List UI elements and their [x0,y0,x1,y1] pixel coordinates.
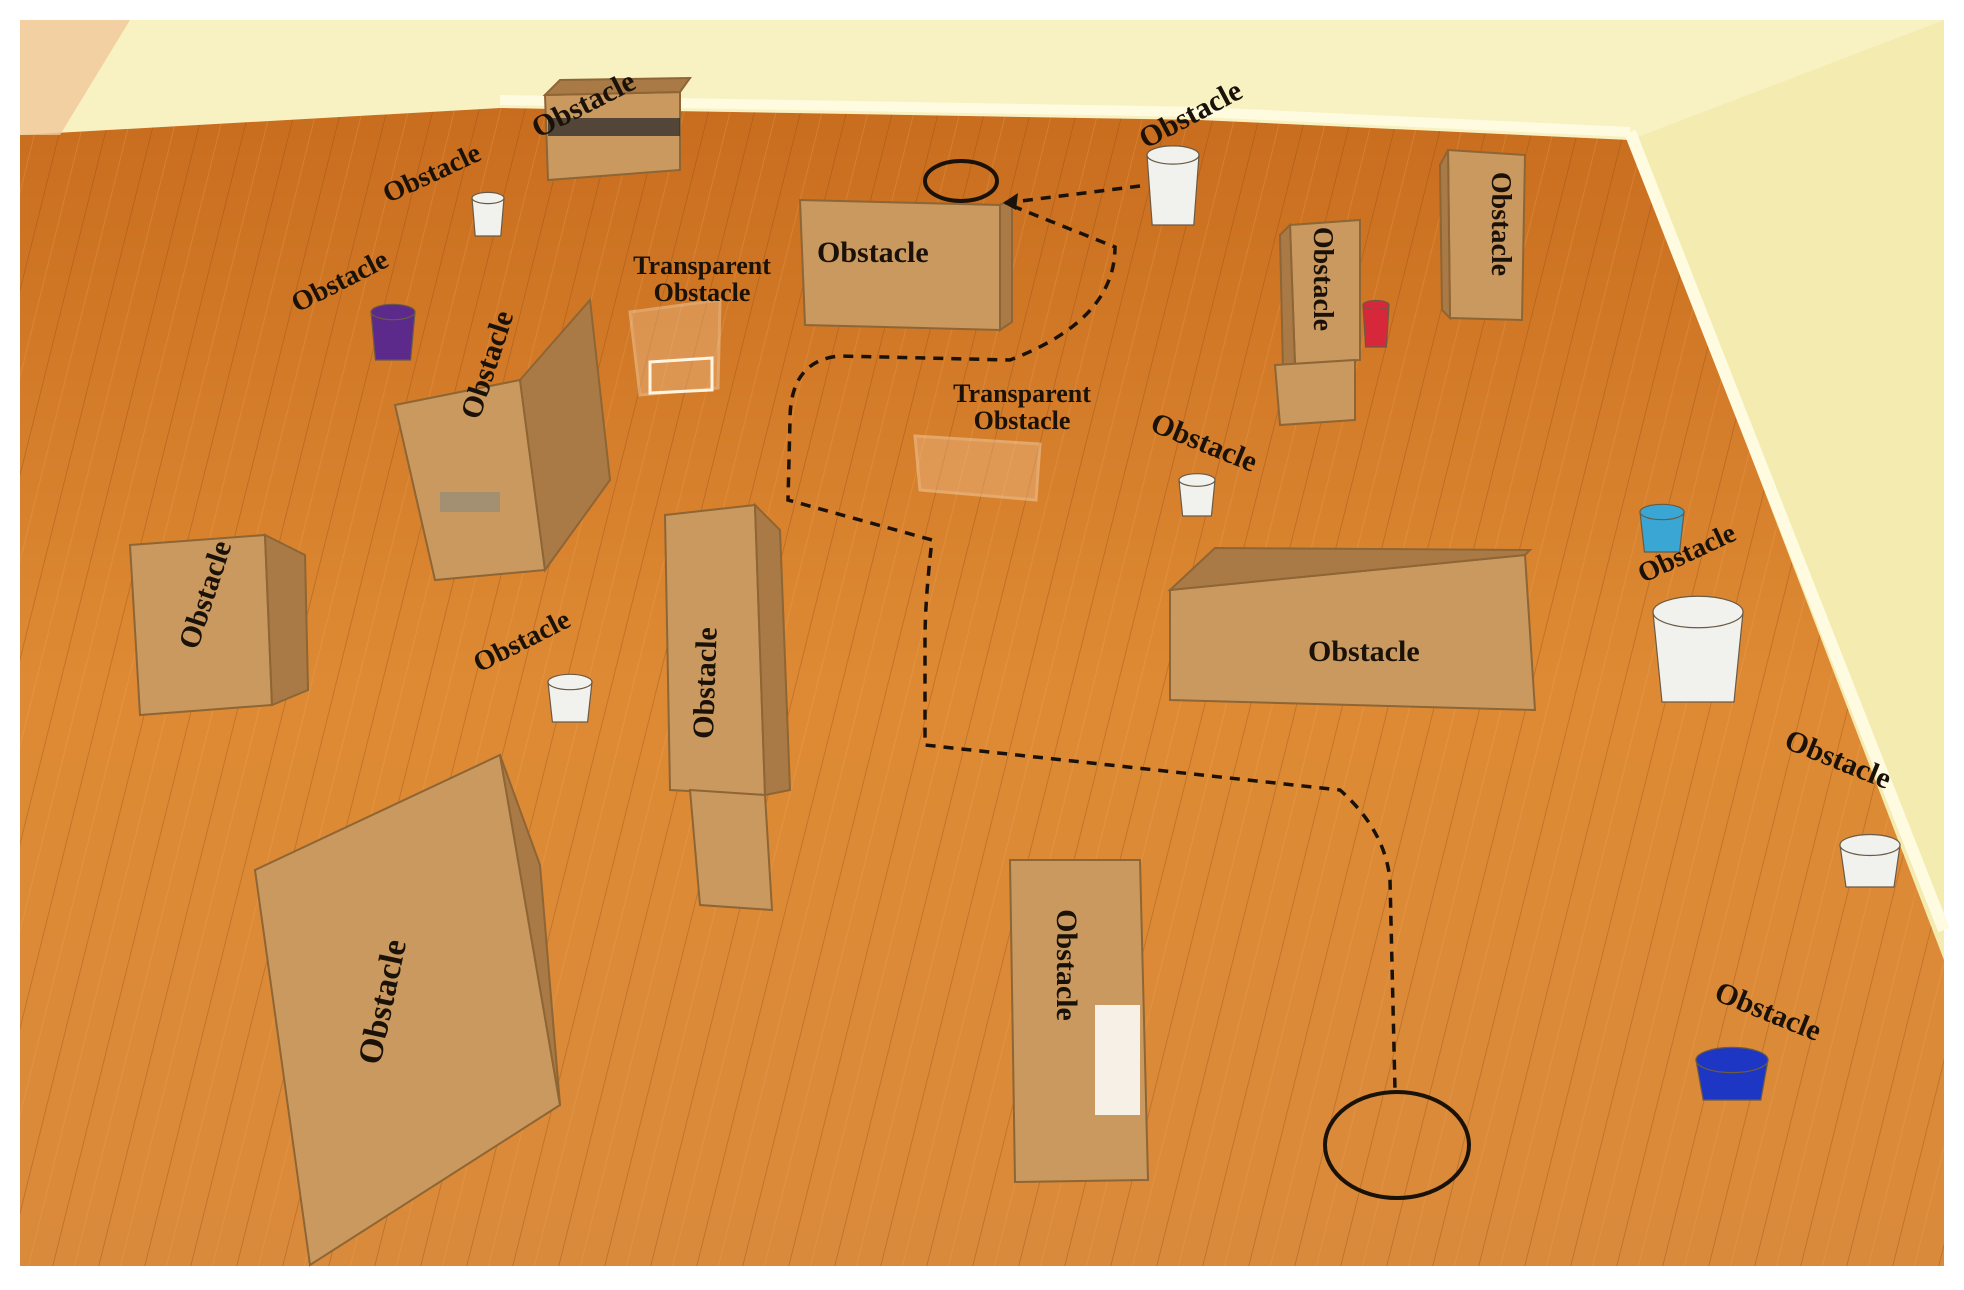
baseboard [499,95,1631,137]
cup-rim [1639,503,1685,521]
shipping-label [1095,1005,1140,1115]
cardboard-box-side [1438,149,1452,321]
obstacle-label: Obstacle [1049,909,1083,1021]
robot-path [786,184,1397,1091]
cardboard-box-side [999,196,1013,332]
transparent-obstacle-label: Transparent Obstacle [953,379,1091,436]
cup-rim [471,191,505,205]
cup-rim [1652,595,1744,629]
cup-rim [1695,1046,1769,1074]
cardboard-box-side [518,297,612,573]
obstacle-label: Obstacle [1485,171,1517,277]
cup-rim [1839,833,1901,857]
cup-obstacle [1362,304,1390,348]
cup-rim [1178,473,1216,487]
cardboard-box-side [1167,546,1533,592]
cardboard-box-obstacle [1273,358,1356,427]
box-tape [548,118,680,136]
back-wall [20,20,1944,270]
cardboard-box-side [542,76,692,97]
transparent-obstacle-2 [913,434,1042,502]
cardboard-box-side [499,754,561,1106]
cardboard-box-obstacle [688,788,774,912]
obstacle-label: Obstacle [686,626,724,740]
path-arrowhead [1003,193,1018,210]
cup-rim [1146,145,1200,165]
cup-rim [1362,299,1390,311]
transparent-obstacle-label: Transparent Obstacle [633,251,771,308]
transparent-obstacle-1 [628,298,722,397]
obstacle-label: Obstacle [817,236,929,269]
cup-rim [547,673,593,691]
left-doorway [20,20,130,135]
cup-obstacle [1146,154,1200,226]
cup-rim [370,303,416,321]
start-circle [1323,1090,1471,1200]
baseboard-right [1624,129,1950,933]
cardboard-box-side [753,502,792,797]
goal-circle [923,159,999,203]
cardboard-box-side [263,533,310,707]
obstacle-label: Obstacle [1308,635,1420,668]
obstacle-label: Obstacle [1307,226,1339,332]
box-tape [440,492,500,512]
